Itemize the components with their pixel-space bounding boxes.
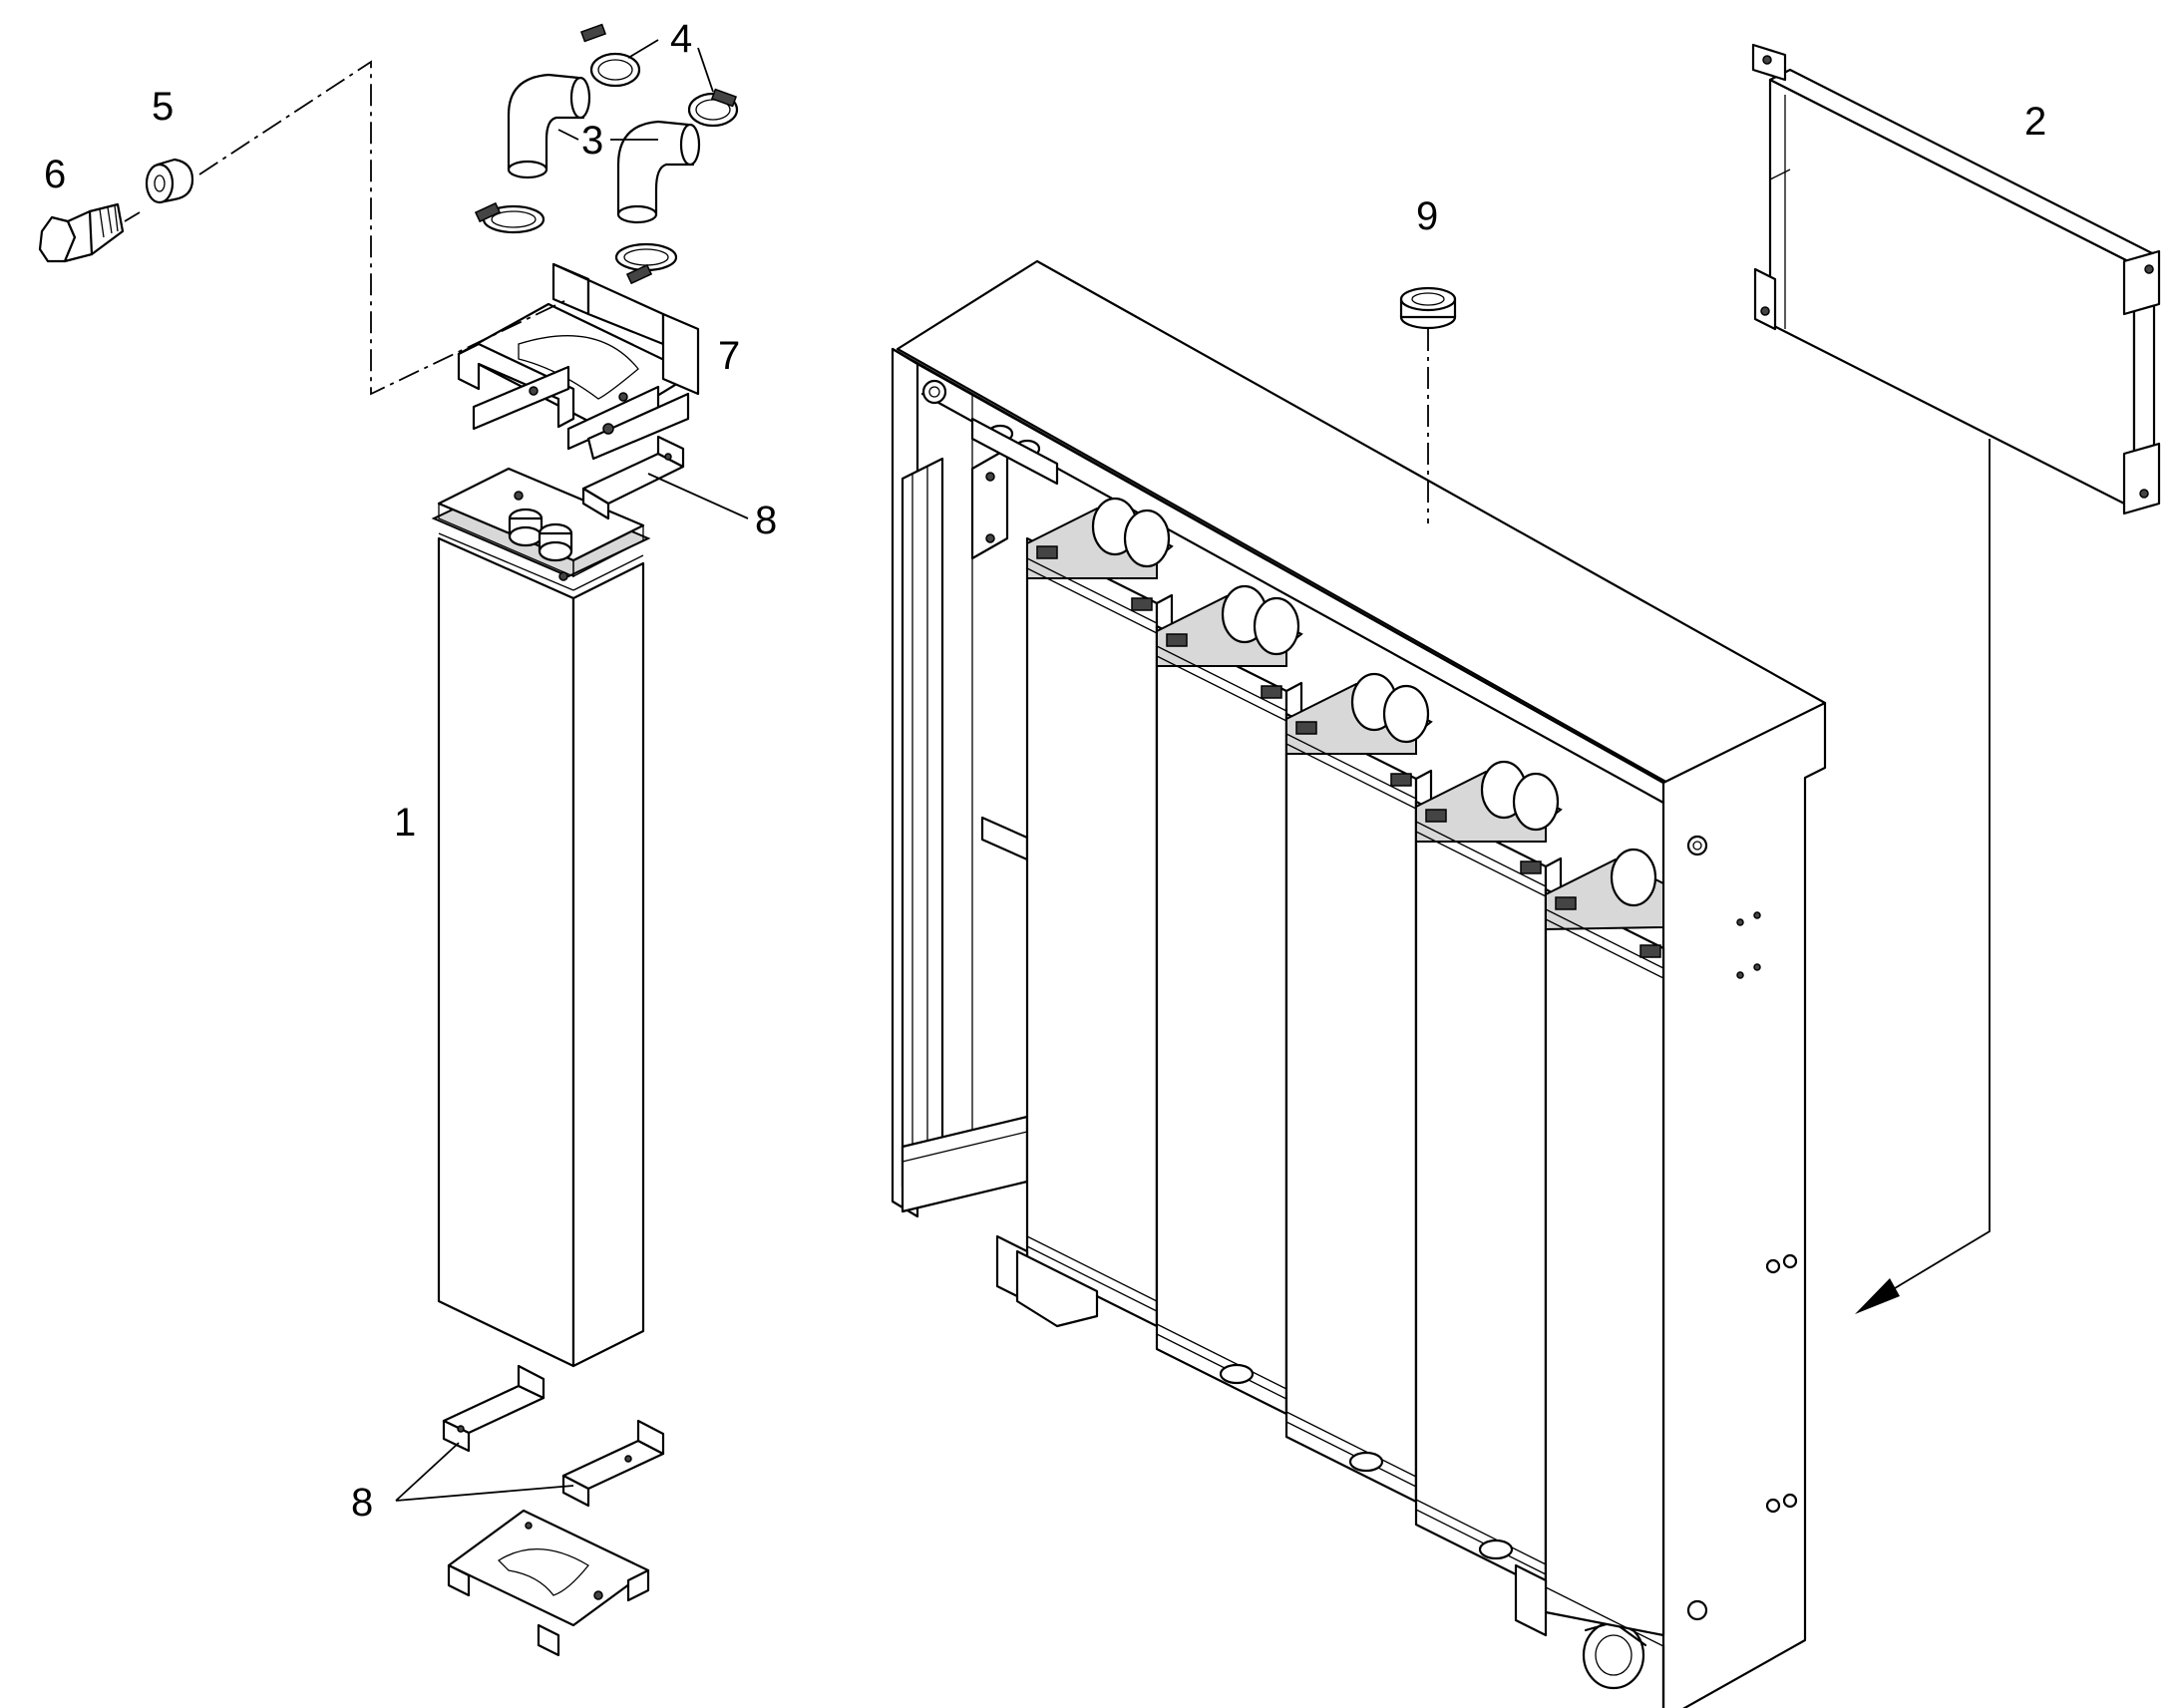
cooler-core-part-1 bbox=[431, 467, 651, 1368]
callout-leaders bbox=[395, 39, 749, 1502]
callout-6: 6 bbox=[44, 153, 66, 196]
callout-2: 2 bbox=[2024, 100, 2046, 144]
clip-lower-a-part-8 bbox=[442, 1364, 545, 1453]
core-module-4 bbox=[1414, 760, 1563, 1591]
callout-8-top: 8 bbox=[755, 499, 777, 542]
hose-part-3 bbox=[507, 73, 701, 224]
upper-bracket-part-7 bbox=[457, 262, 700, 461]
callout-7: 7 bbox=[718, 334, 740, 378]
callout-9: 9 bbox=[1416, 194, 1438, 238]
spacer-part-5 bbox=[145, 158, 194, 204]
clip-top-part-8 bbox=[581, 435, 685, 520]
hose-clamps-part-4 bbox=[474, 23, 739, 285]
callout-1: 1 bbox=[394, 801, 416, 845]
callout-8-bottom: 8 bbox=[351, 1481, 373, 1525]
bolt-part-6 bbox=[38, 202, 125, 263]
lower-bracket bbox=[447, 1509, 650, 1657]
callout-5: 5 bbox=[152, 85, 174, 129]
core-module-3 bbox=[1284, 672, 1433, 1504]
clip-lower-b-part-8 bbox=[561, 1419, 665, 1508]
side-panel-part-2 bbox=[1751, 43, 2161, 515]
assembly-lines bbox=[124, 60, 1991, 1314]
core-module-2 bbox=[1155, 584, 1303, 1416]
callout-3: 3 bbox=[581, 119, 603, 163]
callout-4: 4 bbox=[670, 17, 692, 61]
core-module-1 bbox=[995, 497, 1174, 1328]
callout-labels: 1 2 3 4 5 6 7 8 8 9 bbox=[44, 17, 2046, 1525]
core-module-5 bbox=[1514, 848, 1665, 1647]
